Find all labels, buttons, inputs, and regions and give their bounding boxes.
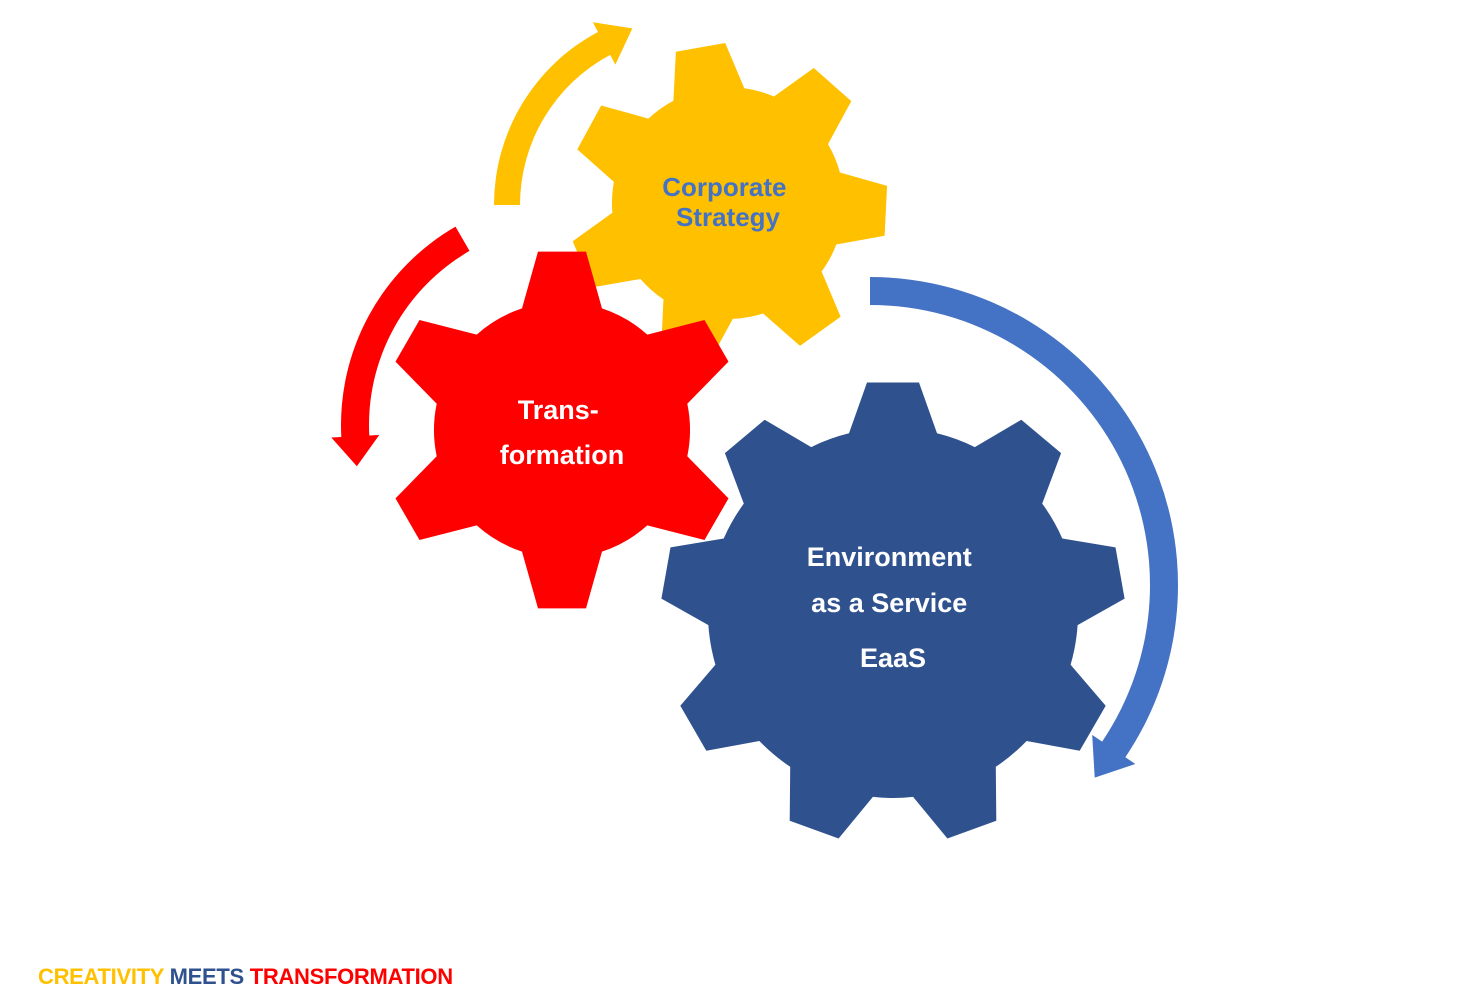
tagline-word-transformation: TRANSFORMATION xyxy=(249,964,453,989)
transformation-label: Trans- formation xyxy=(500,395,625,470)
yellow-curved-arrow-icon xyxy=(494,22,633,206)
eaas-line2: as a Service xyxy=(811,588,967,618)
eaas-line3: EaaS xyxy=(860,643,926,673)
transformation-gear-icon xyxy=(395,251,729,609)
corporate-strategy-line1: Corporate xyxy=(662,172,786,202)
corporate-strategy-gear-icon xyxy=(572,43,888,362)
corporate-strategy-line2: Strategy xyxy=(676,202,781,232)
tagline-word-creativity: CREATIVITY xyxy=(38,964,164,989)
tagline: CREATIVITY MEETS TRANSFORMATION xyxy=(38,966,453,988)
red-curved-arrow-icon xyxy=(331,226,470,467)
blue-curved-arrow-icon xyxy=(870,277,1178,778)
corporate-strategy-label: Corporate Strategy xyxy=(662,172,793,232)
transformation-line1: Trans- xyxy=(518,395,599,425)
eaas-gear-icon xyxy=(661,382,1125,839)
tagline-word-meets: MEETS xyxy=(169,964,245,989)
transformation-line2: formation xyxy=(500,440,625,470)
eaas-line1: Environment xyxy=(807,542,972,572)
eaas-label: Environment as a Service EaaS xyxy=(807,542,980,673)
